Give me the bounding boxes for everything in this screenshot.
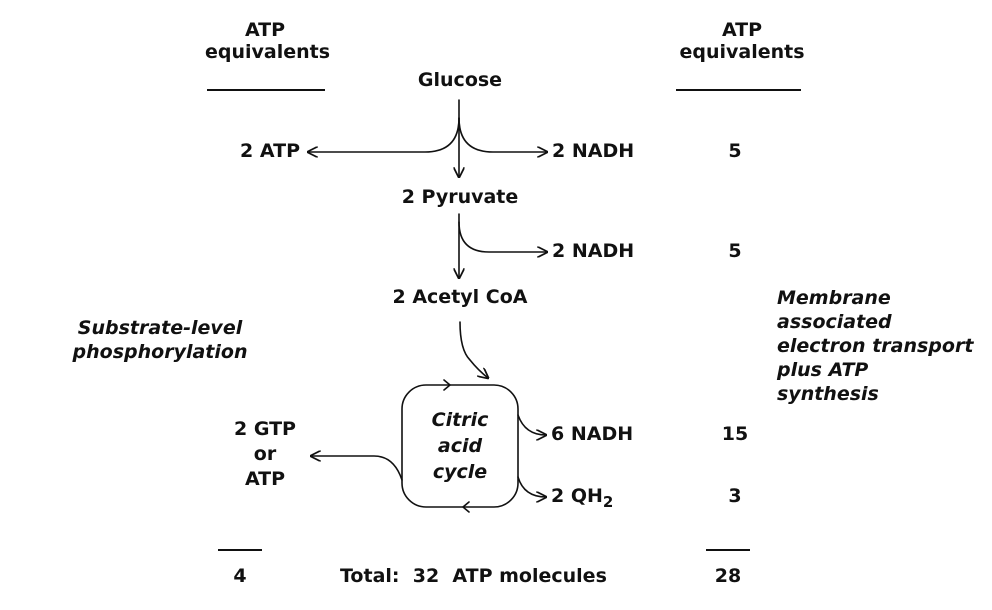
gtp-label-2: or <box>253 443 277 465</box>
arrow-pyruvate-to-nadh <box>458 221 547 252</box>
cycle-qh2-equivalent: 3 <box>728 485 742 507</box>
qh2-subscript: 2 <box>602 492 614 511</box>
right-header-equivalents: equivalents <box>679 41 805 63</box>
cycle-label-1: Citric <box>431 409 489 431</box>
cycle-label-3: cycle <box>432 461 488 483</box>
arrow-glucose-to-nadh <box>458 117 547 152</box>
membrane-label-1: Membrane <box>777 287 891 309</box>
right-header-atp: ATP <box>721 19 763 41</box>
qh2-label: 2 QH2 <box>551 485 614 511</box>
pdh-nadh-equivalent: 5 <box>728 240 742 262</box>
membrane-label-4: plus ATP <box>777 359 869 381</box>
left-header-atp: ATP <box>244 19 286 41</box>
arrow-acetylcoa-to-cycle <box>459 321 488 378</box>
right-total: 28 <box>714 565 742 587</box>
left-total-rule <box>218 549 262 551</box>
gtp-label-3: ATP <box>244 468 286 490</box>
cycle-bottom-arrow <box>462 501 470 513</box>
arrow-cycle-to-qh2 <box>517 476 546 497</box>
left-total: 4 <box>233 565 247 587</box>
right-header-rule <box>676 89 801 91</box>
cycle-top-arrow <box>443 379 451 391</box>
arrow-cycle-to-gtp <box>311 456 403 481</box>
cycle-nadh-equivalent: 15 <box>721 423 749 445</box>
left-header-rule <box>207 89 325 91</box>
pyruvate-label: 2 Pyruvate <box>401 186 519 208</box>
left-header-equivalents: equivalents <box>205 41 331 63</box>
citric-acid-cycle-box <box>401 384 519 508</box>
nadh-cycle-label: 6 NADH <box>551 423 634 445</box>
glucose-label: Glucose <box>417 69 503 91</box>
atp-glycolysis-label: 2 ATP <box>240 140 300 162</box>
acetyl-coa-label: 2 Acetyl CoA <box>392 286 528 308</box>
nadh-glycolysis-label: 2 NADH <box>552 140 635 162</box>
total-summary: Total: 32 ATP molecules <box>340 565 607 587</box>
glycolysis-nadh-equivalent: 5 <box>728 140 742 162</box>
gtp-label-1: 2 GTP <box>234 418 296 440</box>
substrate-level-label-1: Substrate-level <box>77 317 243 339</box>
nadh-pdh-label: 2 NADH <box>552 240 635 262</box>
arrow-cycle-to-nadh <box>517 414 546 435</box>
substrate-level-label-2: phosphorylation <box>72 341 248 363</box>
membrane-label-2: associated <box>777 311 892 333</box>
arrow-glucose-to-atp <box>308 117 460 152</box>
qh2-text: 2 QH <box>551 485 603 507</box>
membrane-label-3: electron transport <box>777 335 974 357</box>
cycle-label-2: acid <box>437 435 483 457</box>
right-total-rule <box>706 549 750 551</box>
membrane-label-5: synthesis <box>777 383 879 405</box>
